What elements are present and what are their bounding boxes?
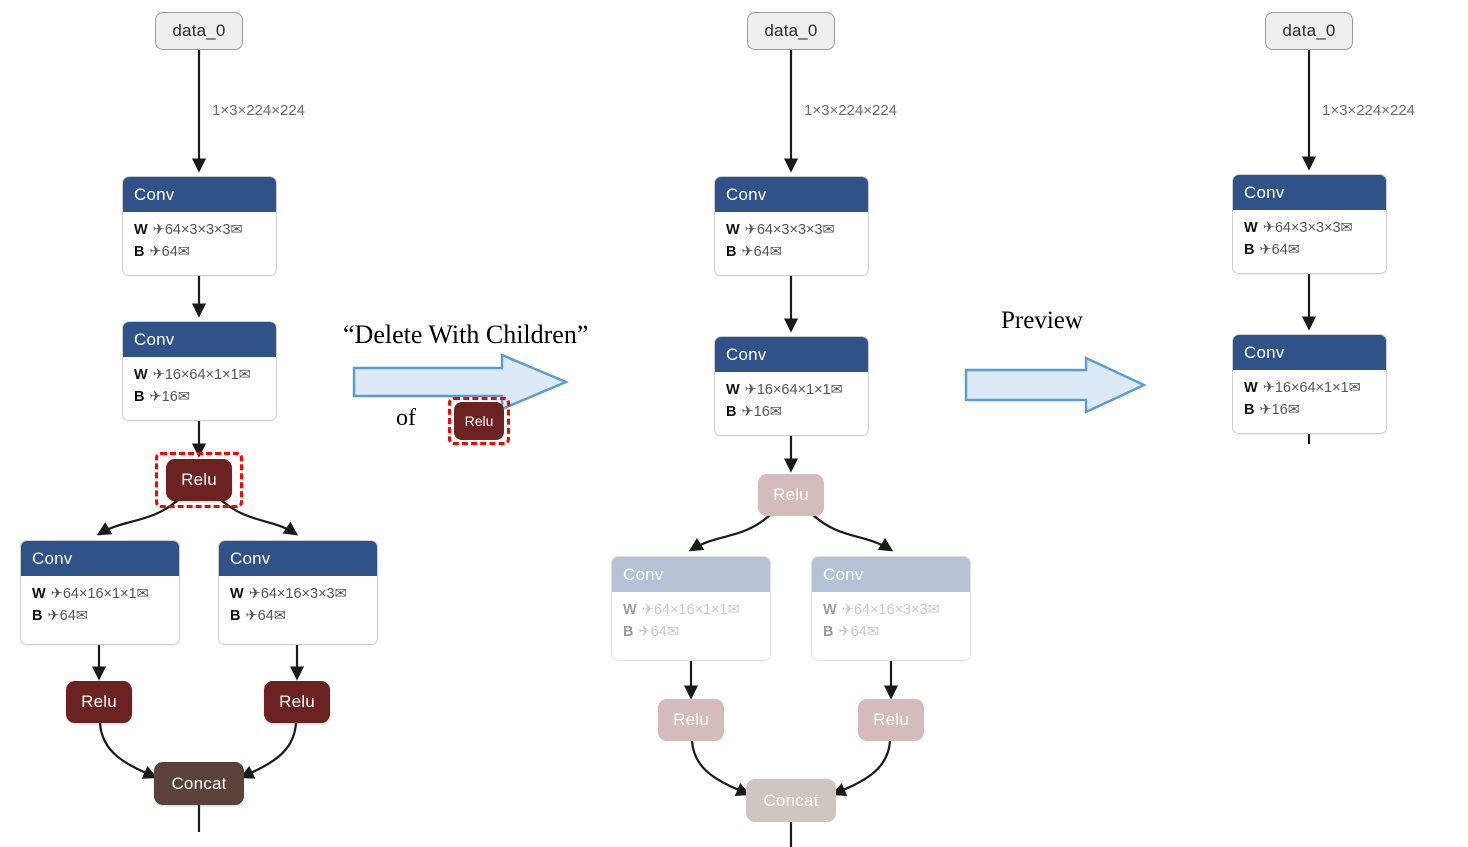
node-conv-4[interactable]: Conv W✈64×16×3×3✉ B✈64✉ bbox=[811, 556, 971, 661]
node-conv-2[interactable]: Conv W✈16×64×1×1✉ B✈16✉ bbox=[1232, 334, 1387, 434]
node-attributes: W✈64×3×3×3✉ B✈64✉ bbox=[123, 212, 276, 275]
attr-row: W✈64×16×3×3✉ bbox=[823, 602, 940, 618]
edge-label-input-shape: 1×3×224×224 bbox=[1322, 102, 1416, 119]
node-header: Conv bbox=[123, 177, 276, 212]
node-relu-3[interactable]: Relu bbox=[858, 699, 924, 741]
node-relu-2[interactable]: Relu bbox=[66, 681, 132, 723]
node-relu-1[interactable]: Relu bbox=[166, 459, 232, 501]
attr-row: W✈64×16×1×1✉ bbox=[623, 602, 740, 618]
node-relu-1[interactable]: Relu bbox=[758, 474, 824, 516]
node-header: Conv bbox=[123, 322, 276, 357]
transition-arrow-1 bbox=[352, 353, 570, 411]
node-data-0[interactable]: data_0 bbox=[747, 12, 835, 50]
node-attributes: W✈64×16×3×3✉ B✈64✉ bbox=[219, 576, 377, 644]
node-header: Conv bbox=[1233, 175, 1386, 210]
attr-row: B✈16✉ bbox=[134, 389, 190, 406]
node-attributes: W✈16×64×1×1✉ B✈16✉ bbox=[715, 372, 868, 435]
node-attributes: W✈64×16×1×1✉ B✈64✉ bbox=[612, 592, 770, 660]
node-concat[interactable]: Concat bbox=[154, 762, 244, 805]
attr-row: B✈64✉ bbox=[32, 608, 88, 625]
attr-row: B✈64✉ bbox=[726, 244, 782, 261]
attr-row: W✈64×16×1×1✉ bbox=[32, 586, 149, 602]
node-conv-2[interactable]: Conv W✈16×64×1×1✉ B✈16✉ bbox=[122, 321, 277, 421]
attr-row: B✈16✉ bbox=[1244, 402, 1300, 419]
node-conv-4[interactable]: Conv W✈64×16×3×3✉ B✈64✉ bbox=[218, 540, 378, 645]
node-header: Conv bbox=[715, 337, 868, 372]
attr-row: W✈64×3×3×3✉ bbox=[134, 222, 243, 238]
node-conv-3[interactable]: Conv W✈64×16×1×1✉ B✈64✉ bbox=[611, 556, 771, 661]
edge-label-input-shape: 1×3×224×224 bbox=[804, 102, 898, 119]
attr-row: W✈64×3×3×3✉ bbox=[1244, 220, 1353, 236]
annotation-chip-relu: Relu bbox=[454, 402, 504, 440]
node-attributes: W✈16×64×1×1✉ B✈16✉ bbox=[1233, 370, 1386, 433]
attr-row: W✈64×16×3×3✉ bbox=[230, 586, 347, 602]
annotation-of: of bbox=[396, 405, 416, 431]
node-header: Conv bbox=[612, 557, 770, 592]
transition-arrow-2 bbox=[964, 356, 1147, 414]
attr-row: B✈64✉ bbox=[823, 624, 879, 641]
node-conv-1[interactable]: Conv W✈64×3×3×3✉ B✈64✉ bbox=[1232, 174, 1387, 274]
node-conv-2[interactable]: Conv W✈16×64×1×1✉ B✈16✉ bbox=[714, 336, 869, 436]
annotation-delete-with-children: “Delete With Children” bbox=[343, 320, 589, 349]
node-attributes: W✈64×16×3×3✉ B✈64✉ bbox=[812, 592, 970, 660]
node-concat[interactable]: Concat bbox=[746, 779, 836, 822]
attr-row: B✈64✉ bbox=[623, 624, 679, 641]
node-attributes: W✈64×3×3×3✉ B✈64✉ bbox=[1233, 210, 1386, 273]
node-attributes: W✈16×64×1×1✉ B✈16✉ bbox=[123, 357, 276, 420]
node-relu-3[interactable]: Relu bbox=[264, 681, 330, 723]
edge-label-input-shape: 1×3×224×224 bbox=[212, 102, 306, 119]
node-conv-1[interactable]: Conv W✈64×3×3×3✉ B✈64✉ bbox=[714, 176, 869, 276]
node-relu-2[interactable]: Relu bbox=[658, 699, 724, 741]
node-attributes: W✈64×3×3×3✉ B✈64✉ bbox=[715, 212, 868, 275]
attr-row: B✈64✉ bbox=[134, 244, 190, 261]
node-conv-1[interactable]: Conv W✈64×3×3×3✉ B✈64✉ bbox=[122, 176, 277, 276]
node-header: Conv bbox=[1233, 335, 1386, 370]
node-header: Conv bbox=[21, 541, 179, 576]
attr-row: B✈64✉ bbox=[230, 608, 286, 625]
attr-row: W✈64×3×3×3✉ bbox=[726, 222, 835, 238]
node-header: Conv bbox=[715, 177, 868, 212]
node-header: Conv bbox=[812, 557, 970, 592]
attr-row: W✈16×64×1×1✉ bbox=[1244, 380, 1361, 396]
node-conv-3[interactable]: Conv W✈64×16×1×1✉ B✈64✉ bbox=[20, 540, 180, 645]
attr-row: W✈16×64×1×1✉ bbox=[134, 367, 251, 383]
node-attributes: W✈64×16×1×1✉ B✈64✉ bbox=[21, 576, 179, 644]
attr-row: W✈16×64×1×1✉ bbox=[726, 382, 843, 398]
attr-row: B✈64✉ bbox=[1244, 242, 1300, 259]
annotation-preview: Preview bbox=[1001, 307, 1083, 334]
node-data-0[interactable]: data_0 bbox=[155, 12, 243, 50]
node-data-0[interactable]: data_0 bbox=[1265, 12, 1353, 50]
node-header: Conv bbox=[219, 541, 377, 576]
attr-row: B✈16✉ bbox=[726, 404, 782, 421]
